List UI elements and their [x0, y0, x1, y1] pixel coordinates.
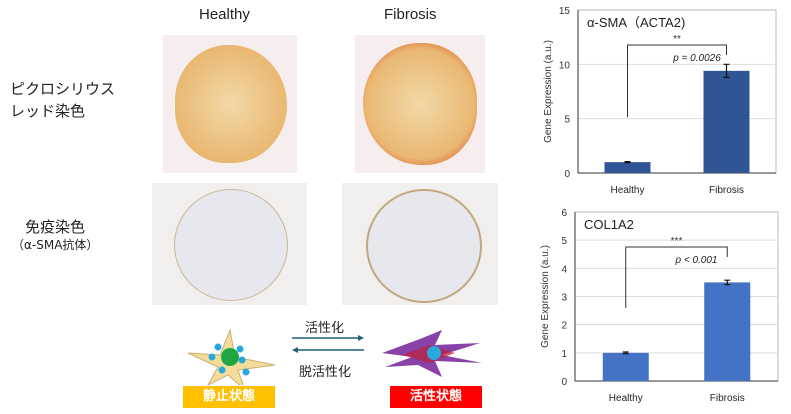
y-tick-label: 5: [561, 236, 567, 247]
p-value: p < 0.001: [675, 255, 718, 266]
bar-healthy: [604, 162, 651, 173]
significance-bracket: [627, 44, 727, 118]
activated-state-badge: 活性状態: [390, 386, 482, 408]
row-label-ihc-2: （α-SMA抗体）: [12, 238, 99, 252]
p-value: p = 0.0026: [672, 53, 721, 64]
y-tick-label: 15: [559, 6, 571, 17]
bar-fibrosis: [703, 70, 750, 173]
y-tick-label: 6: [561, 208, 567, 219]
quiescent-cell-icon: [187, 328, 276, 385]
ihc-fibrosis-image: [342, 183, 498, 305]
quiescent-state-badge: 静止状態: [183, 386, 275, 408]
bar-healthy: [602, 352, 649, 381]
y-tick-label: 5: [564, 115, 570, 126]
row-label-picro-1: ピクロシリウス: [10, 80, 116, 98]
significance-stars: ***: [671, 236, 683, 247]
y-tick-label: 0: [564, 169, 570, 180]
chart-title: α-SMA（ACTA2): [587, 15, 685, 30]
error-bar: [622, 351, 629, 355]
column-header-healthy: Healthy: [199, 6, 250, 23]
cell-diagram: [187, 328, 482, 385]
error-bar: [723, 63, 730, 78]
significance-stars: **: [673, 34, 681, 45]
column-header-fibrosis: Fibrosis: [384, 6, 437, 23]
deactivation-arrow: [292, 347, 364, 353]
x-tick-label: Fibrosis: [710, 393, 745, 404]
y-tick-label: 4: [561, 264, 567, 275]
y-tick-label: 2: [561, 321, 567, 332]
error-bar: [724, 279, 731, 286]
y-tick-label: 3: [561, 293, 567, 304]
significance-bracket: [625, 246, 728, 308]
picro-healthy-image: [163, 35, 297, 173]
x-tick-label: Fibrosis: [709, 185, 744, 196]
x-tick-label: Healthy: [611, 185, 645, 196]
row-label-picro-2: レッド染色: [10, 102, 86, 120]
y-tick-label: 1: [561, 349, 567, 360]
y-axis-label: Gene Expression (a.u.): [540, 245, 551, 348]
ihc-healthy-image: [152, 183, 307, 305]
y-tick-label: 10: [559, 60, 571, 71]
y-tick-label: 0: [561, 377, 567, 388]
picro-fibrosis-image: [355, 35, 485, 173]
error-bar: [624, 160, 631, 164]
x-tick-label: Healthy: [609, 393, 643, 404]
activation-arrow: [292, 335, 364, 341]
row-label-ihc-1: 免疫染色: [25, 218, 86, 236]
bar-fibrosis: [704, 282, 751, 381]
chart-title: COL1A2: [584, 217, 634, 232]
y-axis-label: Gene Expression (a.u.): [543, 40, 554, 143]
deactivation-label: 脱活性化: [299, 365, 352, 380]
activated-cell-icon: [382, 330, 482, 377]
activation-label: 活性化: [305, 321, 345, 336]
